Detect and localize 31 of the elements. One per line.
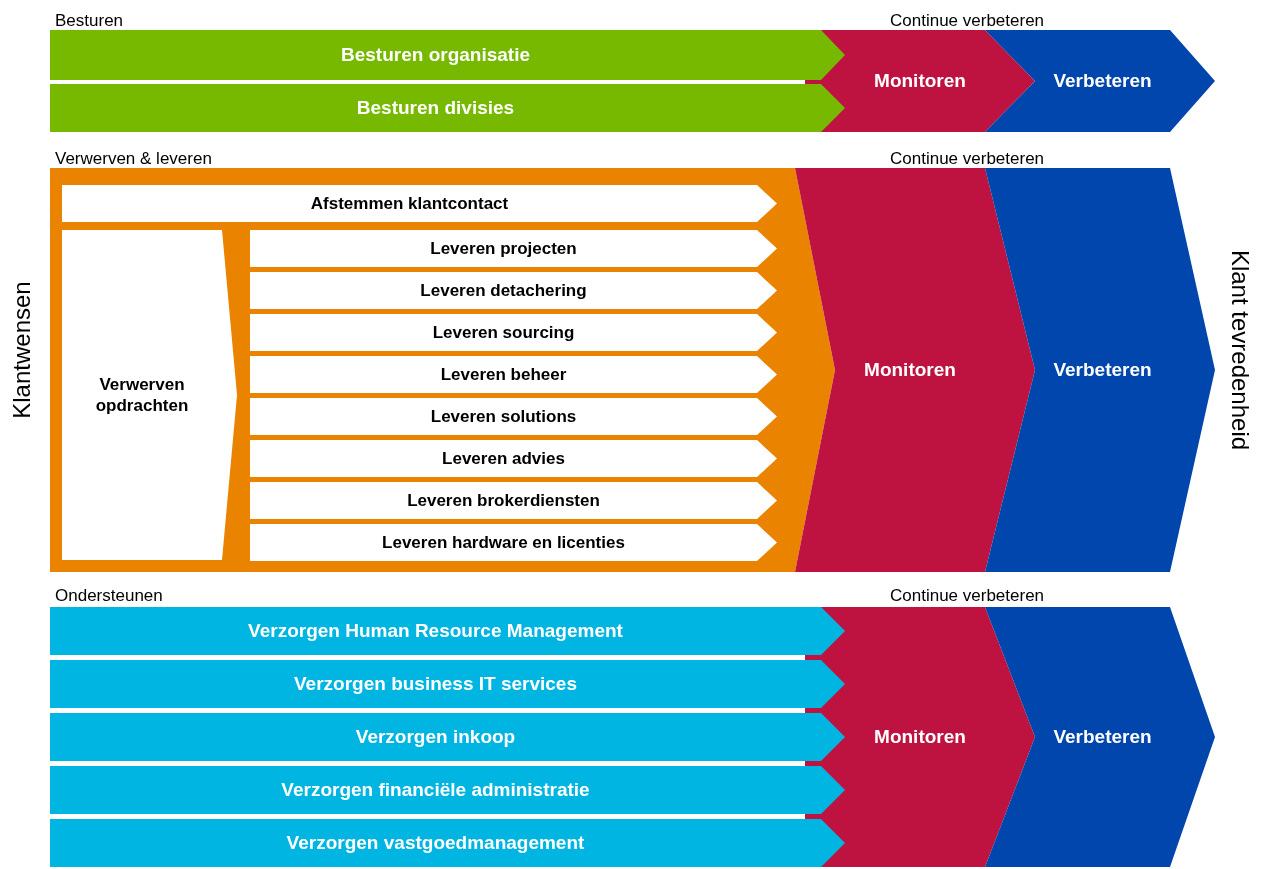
process-label: Verbeteren xyxy=(1053,69,1152,93)
process-label: Monitoren xyxy=(874,725,966,749)
process-label: Verbeteren xyxy=(1053,725,1152,749)
section-heading: Continue verbeteren xyxy=(890,148,1045,170)
process-label: Besturen organisatie xyxy=(341,43,530,67)
section-heading: Besturen xyxy=(55,10,124,32)
process-label: Verzorgen financiële administratie xyxy=(281,778,590,802)
process-label: Monitoren xyxy=(864,358,956,382)
process-label: Leveren projecten xyxy=(430,237,577,260)
process-label: Leveren advies xyxy=(442,447,565,470)
process-label: Verzorgen vastgoedmanagement xyxy=(286,831,585,855)
process-label: Leveren beheer xyxy=(440,363,567,386)
section-heading: Continue verbeteren xyxy=(890,10,1045,32)
process-label: Verbeteren xyxy=(1053,358,1152,382)
process-label: Verwerven opdrachten xyxy=(94,373,190,417)
process-label: Afstemmen klantcontact xyxy=(310,192,509,215)
section-heading: Continue verbeteren xyxy=(890,585,1045,607)
process-label: Leveren sourcing xyxy=(432,321,575,344)
process-label: Leveren detachering xyxy=(420,279,587,302)
section-heading: Ondersteunen xyxy=(55,585,163,607)
process-label: Monitoren xyxy=(874,69,966,93)
process-label: Verzorgen inkoop xyxy=(355,725,516,749)
process-label: Verzorgen Human Resource Management xyxy=(248,619,623,643)
process-label: Verzorgen business IT services xyxy=(294,672,577,696)
process-label: Leveren hardware en licenties xyxy=(382,531,625,554)
side-label: Klant tevredenheid xyxy=(1226,249,1255,451)
side-label: Klantwensen xyxy=(7,281,36,419)
process-label: Leveren brokerdiensten xyxy=(407,489,600,512)
section-heading: Verwerven & leveren xyxy=(55,148,212,170)
process-label: Besturen divisies xyxy=(356,96,515,120)
process-label: Leveren solutions xyxy=(430,405,577,428)
